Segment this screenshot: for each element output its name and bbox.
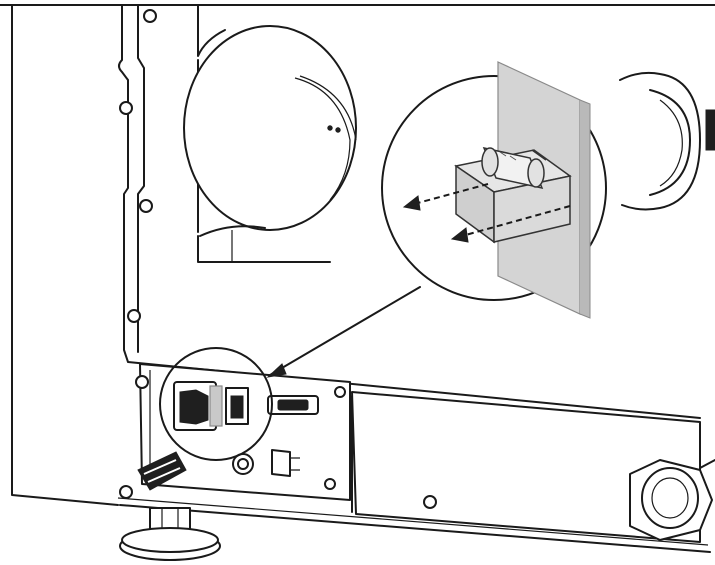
hex-fitting (629, 459, 715, 541)
fuse-holder-zoom (454, 61, 591, 319)
pull-direction-arrows (402, 183, 571, 243)
back-plate (118, 4, 701, 419)
bottom-frame (119, 504, 711, 553)
screw-hole (127, 309, 141, 323)
duct-opening (183, 25, 357, 231)
fuse-drawer (209, 385, 223, 427)
right-bracket (705, 109, 715, 151)
power-switch-icon (230, 395, 244, 419)
screw-hole (143, 9, 157, 23)
right-ring-fitting (619, 71, 715, 211)
duct-panel (183, 4, 357, 263)
screw-hole (324, 478, 336, 490)
screw-hole (119, 101, 133, 115)
machine-body-left-edge (11, 4, 119, 506)
screw-hole (139, 199, 153, 213)
rect-port (271, 449, 291, 477)
power-switch (225, 387, 249, 425)
leveling-foot (119, 507, 221, 561)
detail-callout-small (159, 347, 273, 461)
power-inlet-icon (179, 389, 209, 425)
screw-hole (423, 495, 437, 509)
screw-hole (135, 375, 149, 389)
fuse-icon (481, 146, 545, 190)
control-module (119, 363, 351, 501)
arrow-icon (402, 195, 421, 211)
callout-arrow (266, 286, 421, 378)
lower-right-plate (351, 391, 701, 543)
cable-gland (137, 451, 187, 491)
arrow-icon (450, 227, 469, 243)
serial-port (267, 395, 319, 415)
screw-hole (334, 386, 346, 398)
arrow-icon (266, 363, 287, 378)
screw-hole (119, 485, 133, 499)
power-inlet-fuse-drawer (173, 381, 223, 431)
